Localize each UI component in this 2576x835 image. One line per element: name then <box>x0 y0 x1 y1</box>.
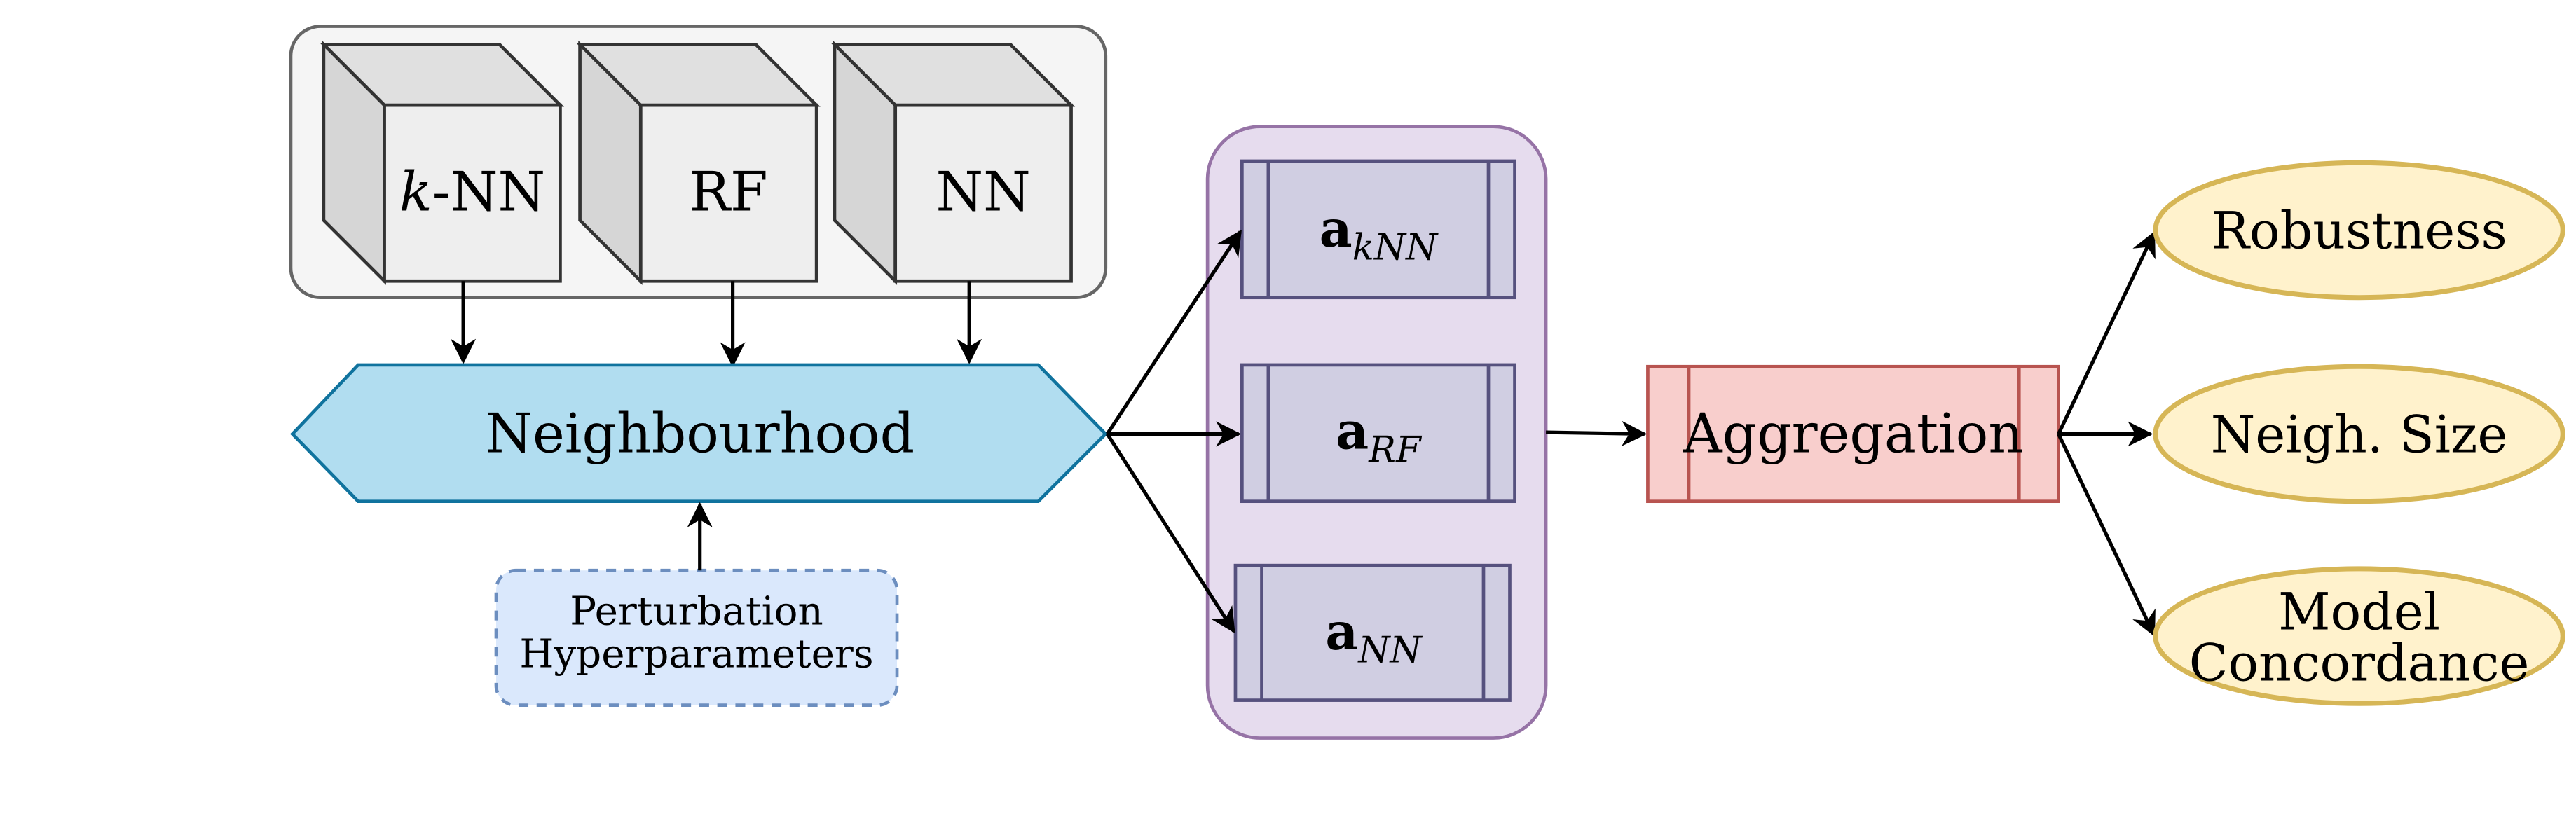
attribution-label-nn: aNN <box>1325 602 1423 672</box>
metric-model-concordance: Model Concordance <box>2153 566 2565 706</box>
metric-label-model-concordance-line1: Model <box>2278 584 2440 642</box>
model-cube-nn: NN <box>830 40 1076 285</box>
model-label-nn: NN <box>936 160 1030 223</box>
model-label-knn: k-NN <box>399 160 545 223</box>
arrow-neighbourhood-to-attr-knn <box>1105 229 1242 435</box>
metric-neigh-size: Neigh. Size <box>2153 364 2565 504</box>
attribution-nn: aNN <box>1233 563 1512 702</box>
aggregation-node: Aggregation <box>1646 364 2060 504</box>
attribution-knn: akNN <box>1240 159 1516 300</box>
perturbation-hyperparameters-node: Perturbation Hyperparameters <box>494 568 899 707</box>
attributions-group: akNN aRF aNN <box>1205 125 1548 740</box>
neighbourhood-label: Neighbourhood <box>485 402 914 465</box>
arrow-neighbourhood-to-attr-nn <box>1105 433 1235 634</box>
metric-robustness: Robustness <box>2153 160 2565 301</box>
arrow-aggregation-to-robustness <box>2057 230 2156 435</box>
model-cube-knn: k-NN <box>320 40 565 285</box>
attribution-label-rf: aRF <box>1336 402 1423 471</box>
aggregation-label: Aggregation <box>1683 402 2023 465</box>
attribution-label-knn: akNN <box>1320 200 1439 269</box>
model-label-rf: RF <box>690 160 768 223</box>
metric-label-model-concordance-line2: Concordance <box>2189 634 2530 693</box>
metric-label-neigh-size: Neigh. Size <box>2211 406 2508 464</box>
perturbation-label-line2: Hyperparameters <box>519 632 873 677</box>
neighbourhood-node: Neighbourhood <box>290 363 1109 504</box>
arrow-aggregation-to-model-concordance <box>2057 433 2156 637</box>
metric-label-robustness: Robustness <box>2211 202 2507 261</box>
models-group: k-NN RF NN <box>289 25 1108 300</box>
perturbation-label-line1: Perturbation <box>570 589 823 635</box>
model-cube-rf: RF <box>575 40 821 285</box>
arrow-attributions-to-aggregation <box>1546 420 1647 446</box>
attribution-rf: aRF <box>1240 363 1516 504</box>
